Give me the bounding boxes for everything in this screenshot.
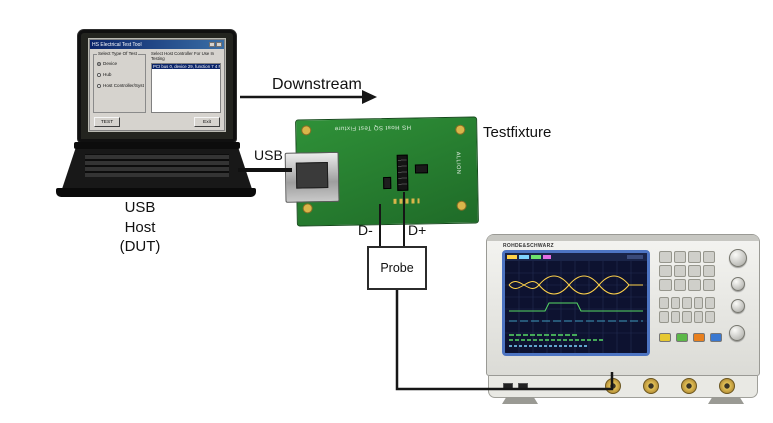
radio-device: Device xyxy=(97,61,144,66)
exit-button: Exit xyxy=(194,117,220,127)
radio-hub: Hub xyxy=(97,72,144,77)
radio-icon xyxy=(97,83,101,88)
scope-knob xyxy=(731,277,745,291)
laptop-base xyxy=(56,188,256,197)
scope-foot xyxy=(502,397,538,404)
test-type-groupbox: Select Type Of Test Device Hub Host Cont… xyxy=(93,51,146,113)
test-fixture-board: HS Host SQ Test Fixture ALLION xyxy=(284,116,479,227)
list-selected-item: PCI bus 0, device 29, function 7 4 Ports xyxy=(152,64,220,69)
bnc-connector xyxy=(643,378,659,394)
usb-host-caption: USB Host (DUT) xyxy=(119,199,161,255)
d-plus-label: D+ xyxy=(408,222,427,238)
mounting-hole xyxy=(303,204,312,213)
usb-test-tool-dialog: HS Electrical Test Tool Select Type Of T… xyxy=(89,39,225,131)
scope-knob xyxy=(729,325,745,341)
scope-knob xyxy=(731,299,745,313)
probe-label: Probe xyxy=(380,261,414,275)
radio-label: Hub xyxy=(103,72,112,77)
groupbox-label: Select Type Of Test xyxy=(97,51,138,56)
laptop-hinge xyxy=(74,142,240,149)
component-chip xyxy=(414,164,429,174)
scope-button-cluster xyxy=(659,297,715,323)
radio-label: Device xyxy=(103,61,118,66)
channel1-button xyxy=(659,333,671,342)
silkscreen-text: ALLION xyxy=(454,151,462,175)
usb-port xyxy=(503,383,513,390)
probe-box: Probe xyxy=(367,246,427,290)
usb-ports xyxy=(503,383,528,390)
radio-icon xyxy=(97,72,101,77)
usb-port xyxy=(518,383,528,390)
bnc-connector xyxy=(681,378,697,394)
channel3-button xyxy=(693,333,705,342)
host-controller-list: PCI bus 0, device 29, function 7 4 Ports xyxy=(151,63,221,113)
usb-connector xyxy=(284,151,340,203)
dialog-window-buttons xyxy=(209,42,222,47)
component-chip xyxy=(383,176,392,190)
radio-icon xyxy=(97,61,101,66)
scope-waveform-display xyxy=(505,253,647,353)
close-icon xyxy=(216,42,222,47)
laptop-screen: HS Electrical Test Tool Select Type Of T… xyxy=(78,30,236,142)
laptop-keyboard xyxy=(62,149,252,189)
scope-knob xyxy=(729,249,747,267)
scope-button-cluster xyxy=(659,251,715,291)
scope-top-edge xyxy=(487,235,759,241)
channel-buttons xyxy=(659,333,722,342)
keyboard-keys xyxy=(84,154,230,177)
channel2-button xyxy=(676,333,688,342)
probe-header xyxy=(396,154,409,191)
bnc-inputs xyxy=(605,378,735,394)
silkscreen-text: HS Host SQ Test Fixture xyxy=(334,123,412,131)
radio-host-controller: Host Controller/System xyxy=(97,83,144,88)
mounting-hole xyxy=(456,125,465,134)
dialog-body: Select Type Of Test Device Hub Host Cont… xyxy=(90,49,224,130)
radio-label: Host Controller/System xyxy=(103,83,144,88)
dialog-title: HS Electrical Test Tool xyxy=(92,41,142,48)
downstream-label: Downstream xyxy=(272,76,362,93)
scope-front-panel: ROHDE&SCHWARZ xyxy=(486,234,760,376)
mounting-hole xyxy=(457,201,466,210)
scope-foot xyxy=(708,397,744,404)
dialog-buttons: TEST Exit xyxy=(94,117,220,127)
bnc-connector xyxy=(605,378,621,394)
laptop-display: HS Electrical Test Tool Select Type Of T… xyxy=(88,38,226,132)
usb-label: USB xyxy=(254,147,283,163)
testfixture-label: Testfixture xyxy=(483,124,552,141)
d-minus-label: D- xyxy=(358,222,373,238)
list-label: Select Host Controller For Use In Testin… xyxy=(151,51,215,61)
test-button: TEST xyxy=(94,117,120,127)
scope-screen xyxy=(502,250,650,356)
host-controller-pane: Select Host Controller For Use In Testin… xyxy=(151,51,221,113)
scope-brand-text: ROHDE&SCHWARZ xyxy=(503,243,554,249)
downstream-arrowhead xyxy=(362,90,377,104)
channel4-button xyxy=(710,333,722,342)
scope-connector-panel xyxy=(488,376,758,398)
solder-pads xyxy=(393,198,420,204)
minimize-icon xyxy=(209,42,215,47)
bnc-connector xyxy=(719,378,735,394)
oscilloscope: ROHDE&SCHWARZ xyxy=(486,234,760,404)
mounting-hole xyxy=(302,126,311,135)
dialog-titlebar: HS Electrical Test Tool xyxy=(90,40,224,49)
